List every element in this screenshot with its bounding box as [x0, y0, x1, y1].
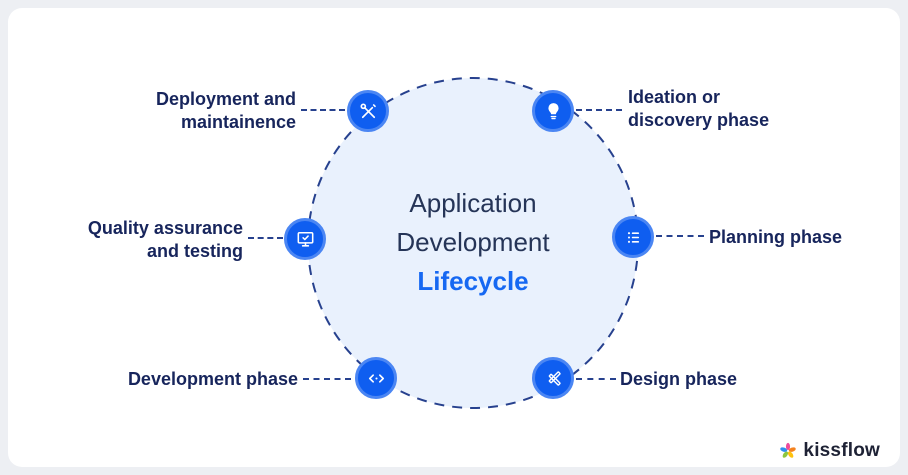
label-design: Design phase [620, 369, 738, 389]
kissflow-flower-icon [780, 442, 797, 458]
diagram-card: Application Development Lifecycle Deploy… [8, 8, 900, 467]
connector-planning [656, 235, 704, 237]
lightbulb-icon [532, 90, 574, 132]
title-line-2: Development [396, 227, 550, 257]
connector-deployment [301, 109, 345, 111]
connector-qa [248, 237, 283, 239]
connector-design [576, 378, 616, 380]
label-ideation-discovery: Ideation or discovery phase [628, 87, 770, 131]
kissflow-logo-text: kissflow [803, 440, 880, 461]
diagram-title: Application Development Lifecycle [323, 184, 623, 301]
checklist-icon [612, 216, 654, 258]
label-planning: Planning phase [709, 227, 843, 247]
connector-development [303, 378, 351, 380]
label-deployment-maintenance: Deployment and maintainence [155, 89, 296, 133]
label-development: Development phase [127, 369, 298, 389]
kissflow-logo: kissflow [779, 440, 880, 462]
connector-ideation [576, 109, 622, 111]
tools-icon [347, 90, 389, 132]
code-icon [355, 357, 397, 399]
monitor-check-icon [284, 218, 326, 260]
title-line-3: Lifecycle [417, 266, 529, 296]
label-quality-assurance: Quality assurance and testing [87, 218, 243, 262]
title-line-1: Application [409, 188, 537, 218]
design-tools-icon [532, 357, 574, 399]
